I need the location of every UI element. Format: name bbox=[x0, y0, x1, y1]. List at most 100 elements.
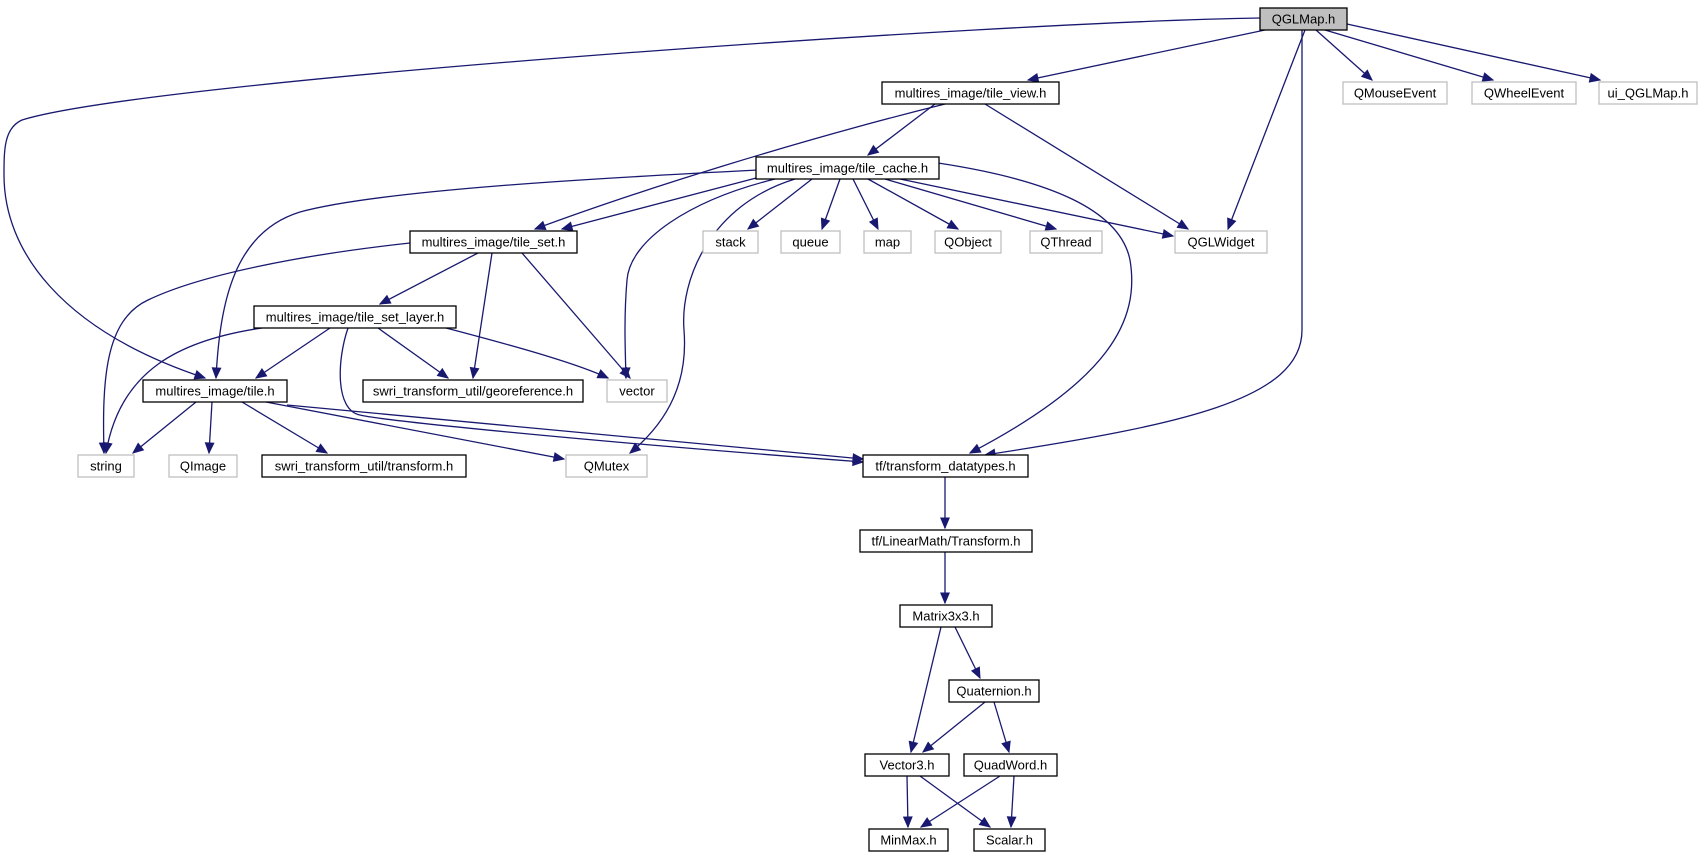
node-label-minmax: MinMax.h bbox=[880, 833, 936, 848]
node-vector3[interactable]: Vector3.h bbox=[864, 753, 950, 777]
arrowhead-tile_set_layer-to-vector bbox=[596, 369, 610, 379]
edge-tile_set_layer-to-tile bbox=[255, 327, 331, 379]
node-box-tile bbox=[142, 379, 288, 403]
node-box-qmutex bbox=[565, 454, 648, 478]
edge-tile_cache-to-qglwidget bbox=[899, 178, 1174, 237]
arrowhead-tile_set_layer-to-georeference bbox=[436, 367, 450, 379]
node-lm_transform[interactable]: tf/LinearMath/Transform.h bbox=[859, 529, 1033, 553]
edge-tile-to-transform_datatypes bbox=[286, 404, 864, 460]
arrowhead-qglmap-to-qglwidget bbox=[1227, 217, 1237, 231]
edge-qglmap-to-qmouseevent bbox=[1315, 29, 1373, 81]
node-tile_view[interactable]: multires_image/tile_view.h bbox=[881, 81, 1060, 105]
arrowhead-tile_set_layer-to-tile bbox=[254, 368, 268, 379]
arrowhead-vector3-to-scalar bbox=[978, 816, 992, 828]
edge-tile-to-transform_util bbox=[241, 401, 328, 454]
arrowhead-quaternion-to-quadword bbox=[1001, 740, 1011, 754]
node-tile_set[interactable]: multires_image/tile_set.h bbox=[409, 230, 578, 254]
node-label-transform_datatypes: tf/transform_datatypes.h bbox=[875, 459, 1015, 474]
node-box-quaternion bbox=[948, 679, 1040, 703]
arrowhead-qglmap-to-ui_qglmap bbox=[1588, 72, 1602, 83]
node-label-qobject: QObject bbox=[944, 235, 992, 250]
edge-tile_cache-to-qmutex bbox=[629, 178, 796, 454]
node-label-qmouseevent: QMouseEvent bbox=[1354, 86, 1437, 101]
edge-qglmap-to-qglwidget bbox=[1227, 29, 1306, 230]
node-label-vector: vector bbox=[619, 384, 655, 399]
arrowhead-qglmap-to-qwheelevent bbox=[1481, 72, 1495, 82]
node-box-vector bbox=[606, 379, 668, 403]
node-label-tile_view: multires_image/tile_view.h bbox=[895, 86, 1047, 101]
edge-tile_cache-to-qthread bbox=[884, 178, 1057, 230]
edge-qglmap-to-ui_qglmap bbox=[1346, 23, 1601, 81]
arrowhead-qglmap-to-tile_view bbox=[1026, 72, 1040, 83]
edge-quadword-to-minmax bbox=[920, 775, 1001, 828]
node-box-qobject bbox=[934, 230, 1002, 254]
dependency-nodes: QGLMap.h multires_image/tile_view.h QMouse… bbox=[77, 7, 1698, 852]
node-quadword[interactable]: QuadWord.h bbox=[963, 753, 1058, 777]
node-label-string: string bbox=[90, 459, 122, 474]
node-label-tile_set_layer: multires_image/tile_set_layer.h bbox=[266, 310, 444, 325]
arrowhead-tile_set_layer-to-string bbox=[102, 441, 113, 455]
node-box-tile_view bbox=[881, 81, 1060, 105]
edge-tile_set_layer-to-string bbox=[105, 327, 263, 454]
node-georeference[interactable]: swri_transform_util/georeference.h bbox=[362, 379, 584, 403]
node-label-lm_transform: tf/LinearMath/Transform.h bbox=[871, 534, 1020, 549]
arrowhead-tile_cache-to-stack bbox=[746, 218, 760, 230]
node-box-transform_datatypes bbox=[862, 454, 1029, 478]
node-box-stack bbox=[702, 230, 759, 254]
node-tile_set_layer[interactable]: multires_image/tile_set_layer.h bbox=[253, 305, 457, 329]
arrowhead-quaternion-to-vector3 bbox=[921, 741, 935, 753]
arrowhead-tile_cache-to-qglwidget bbox=[1161, 229, 1175, 239]
node-label-queue: queue bbox=[792, 235, 828, 250]
node-qwheelevent: QWheelEvent bbox=[1471, 81, 1577, 105]
arrowhead-tile-to-transform_datatypes bbox=[852, 453, 865, 463]
arrowhead-tile_cache-to-transform_datatypes bbox=[968, 443, 982, 454]
node-label-ui_qglmap: ui_QGLMap.h bbox=[1608, 86, 1689, 101]
node-qglwidget: QGLWidget bbox=[1174, 230, 1268, 254]
node-tile_cache[interactable]: multires_image/tile_cache.h bbox=[755, 156, 940, 180]
node-tile[interactable]: multires_image/tile.h bbox=[142, 379, 288, 403]
node-label-qglwidget: QGLWidget bbox=[1188, 235, 1255, 250]
edge-tile_cache-to-tile_set bbox=[561, 176, 761, 230]
node-ui_qglmap: ui_QGLMap.h bbox=[1598, 81, 1698, 105]
arrowhead-tile_cache-to-qthread bbox=[1044, 221, 1058, 231]
dependency-edges bbox=[3, 17, 1602, 829]
node-minmax[interactable]: MinMax.h bbox=[868, 828, 949, 852]
arrowhead-qglmap-to-qmouseevent bbox=[1360, 69, 1373, 81]
arrowhead-vector3-to-minmax bbox=[902, 816, 913, 829]
arrowhead-tile_cache-to-tile bbox=[211, 367, 222, 380]
arrowhead-tile_cache-to-queue bbox=[820, 217, 831, 231]
arrowhead-lm_transform-to-matrix3x3 bbox=[940, 592, 950, 605]
edge-qglmap-to-transform_datatypes bbox=[984, 29, 1303, 456]
node-scalar[interactable]: Scalar.h bbox=[973, 828, 1046, 852]
edge-tile_cache-to-qobject bbox=[867, 178, 959, 230]
node-qthread: QThread bbox=[1029, 230, 1103, 254]
arrowhead-quadword-to-scalar bbox=[1006, 816, 1017, 829]
node-quaternion[interactable]: Quaternion.h bbox=[948, 679, 1040, 703]
arrowhead-matrix3x3-to-quaternion bbox=[970, 666, 981, 680]
arrowhead-tile-to-qimage bbox=[204, 442, 215, 455]
node-map: map bbox=[863, 230, 912, 254]
arrowhead-tile-to-string bbox=[131, 442, 145, 454]
node-label-transform_util: swri_transform_util/transform.h bbox=[275, 459, 453, 474]
arrowhead-tile_cache-to-map bbox=[868, 217, 879, 231]
node-label-quaternion: Quaternion.h bbox=[956, 684, 1031, 699]
node-qmouseevent: QMouseEvent bbox=[1342, 81, 1448, 105]
node-box-queue bbox=[780, 230, 841, 254]
edge-matrix3x3-to-vector3 bbox=[910, 626, 942, 753]
edge-tile_set_layer-to-transform_datatypes bbox=[339, 327, 864, 463]
node-box-lm_transform bbox=[859, 529, 1033, 553]
arrowhead-matrix3x3-to-vector3 bbox=[908, 740, 919, 754]
node-box-minmax bbox=[868, 828, 949, 852]
node-stack: stack bbox=[702, 230, 759, 254]
edge-tile_set-to-georeference bbox=[472, 252, 493, 379]
node-transform_datatypes[interactable]: tf/transform_datatypes.h bbox=[862, 454, 1029, 478]
arrowhead-tile_cache-to-qmutex bbox=[629, 442, 642, 454]
edge-tile_cache-to-stack bbox=[747, 178, 813, 230]
node-matrix3x3[interactable]: Matrix3x3.h bbox=[899, 604, 993, 628]
node-box-transform_util bbox=[261, 454, 467, 478]
node-vector: vector bbox=[606, 379, 668, 403]
node-label-tile_cache: multires_image/tile_cache.h bbox=[767, 161, 928, 176]
node-qglmap[interactable]: QGLMap.h bbox=[1259, 7, 1348, 31]
node-transform_util[interactable]: swri_transform_util/transform.h bbox=[261, 454, 467, 478]
